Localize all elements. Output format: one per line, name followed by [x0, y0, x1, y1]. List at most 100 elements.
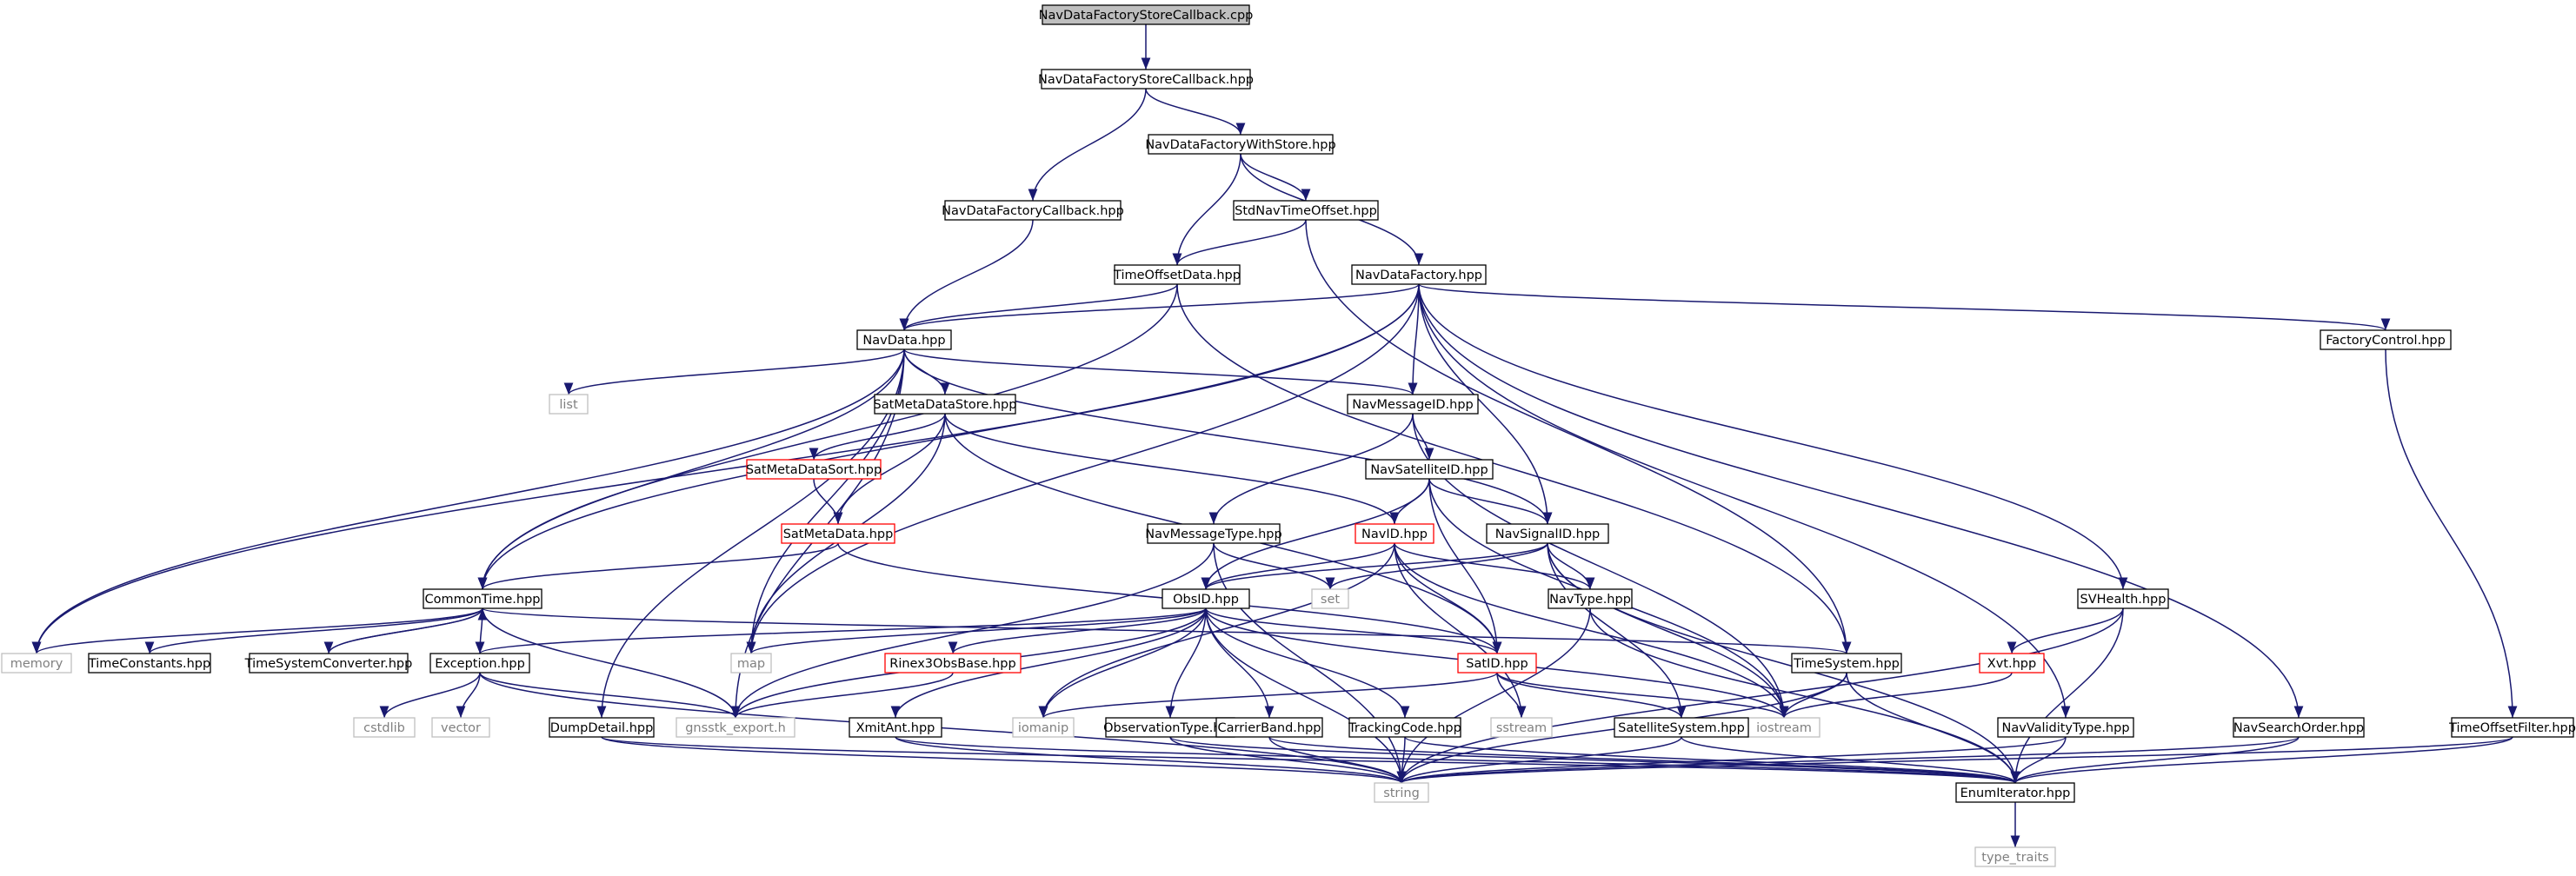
node-label: NavType.hpp: [1549, 593, 1631, 607]
dependency-edge: [31, 607, 483, 654]
node-box: [1311, 588, 1349, 609]
node-map: map: [730, 653, 772, 674]
node-label: DumpDetail.hpp: [550, 721, 654, 735]
node-box: [1355, 523, 1434, 544]
node-satmetadata-hpp[interactable]: SatMetaData.hpp: [781, 523, 895, 544]
dependency-edge: [1428, 478, 1502, 654]
node-label: NavDataFactoryStoreCallback.hpp: [1038, 73, 1254, 87]
node-obsid-hpp[interactable]: ObsID.hpp: [1162, 588, 1250, 609]
node-svhealth-hpp[interactable]: SVHealth.hpp: [2077, 588, 2169, 609]
node-navvaliditytype-hpp[interactable]: NavValidityType.hpp: [1997, 717, 2134, 738]
node-iomanip: iomanip: [1012, 717, 1075, 738]
node-timeoffsetfilter-hpp[interactable]: TimeOffsetFilter.hpp: [2448, 717, 2576, 738]
node-iostream: iostream: [1747, 717, 1821, 738]
dependency-edge: [1201, 478, 1430, 590]
node-trackingcode-hpp[interactable]: TrackingCode.hpp: [1348, 717, 1461, 738]
node-rinex3obsbase-hpp[interactable]: Rinex3ObsBase.hpp: [884, 653, 1022, 674]
node-navdatafactory-hpp[interactable]: NavDataFactory.hpp: [1351, 264, 1487, 285]
dependency-edge: [746, 283, 1420, 654]
node-satellitesystem-hpp[interactable]: SatelliteSystem.hpp: [1614, 717, 1749, 738]
dependency-edge: [456, 672, 481, 719]
node-label: ObservationType.hpp: [1103, 721, 1237, 735]
node-navid-hpp[interactable]: NavID.hpp: [1355, 523, 1434, 544]
node-label: CommonTime.hpp: [425, 593, 541, 607]
node-label: gnsstk_export.h: [685, 721, 786, 735]
node-label: memory: [10, 657, 63, 671]
node-label: TimeOffsetFilter.hpp: [2448, 721, 2576, 735]
node-navsignalid-hpp[interactable]: NavSignalID.hpp: [1486, 523, 1609, 544]
node-label: Exception.hpp: [435, 657, 525, 671]
node-label: TimeSystem.hpp: [1793, 657, 1900, 671]
node-box: [1042, 4, 1250, 25]
node-box: [1997, 717, 2134, 738]
node-stdnavtimeoffset-hpp[interactable]: StdNavTimeOffset.hpp: [1233, 200, 1379, 221]
node-satmetadatastore-hpp[interactable]: SatMetaDataStore.hpp: [874, 394, 1017, 415]
node-box: [884, 653, 1022, 674]
node-navsatelliteid-hpp[interactable]: NavSatelliteID.hpp: [1365, 459, 1494, 480]
node-timesystem-hpp[interactable]: TimeSystem.hpp: [1791, 653, 1902, 674]
node-box: [353, 717, 416, 738]
dependency-edge: [2385, 348, 2518, 719]
dependency-edge: [563, 348, 905, 395]
node-label: sstream: [1496, 721, 1547, 735]
node-box: [1374, 782, 1429, 803]
node-box: [1, 653, 72, 674]
dependency-edge: [730, 672, 954, 719]
node-box: [1614, 717, 1749, 738]
dependency-edge: [1213, 542, 1335, 590]
node-timeconstants-hpp[interactable]: TimeConstants.hpp: [88, 653, 211, 674]
node-xmitant-hpp[interactable]: XmitAnt.hpp: [849, 717, 942, 738]
node-label: ObsID.hpp: [1173, 593, 1239, 607]
node-type-traits: type_traits: [1974, 846, 2056, 867]
dependency-edge: [1418, 283, 2390, 331]
dependency-edge: [1145, 88, 1246, 136]
dependency-edge: [746, 607, 1207, 654]
node-observationtype-hpp[interactable]: ObservationType.hpp: [1103, 717, 1237, 738]
node-factorycontrol-hpp[interactable]: FactoryControl.hpp: [2320, 329, 2452, 350]
node-carrierband-hpp[interactable]: CarrierBand.hpp: [1215, 717, 1323, 738]
node-timesystemconverter-hpp[interactable]: TimeSystemConverter.hpp: [244, 653, 413, 674]
dependency-edge: [1028, 88, 1147, 202]
node-xvt-hpp[interactable]: Xvt.hpp: [1979, 653, 2045, 674]
node-label: cstdlib: [363, 721, 405, 735]
node-box: [429, 653, 530, 674]
node-satmetadatasort-hpp[interactable]: SatMetaDataSort.hpp: [746, 459, 882, 480]
dependency-edge: [1268, 736, 2020, 784]
node-navtype-hpp[interactable]: NavType.hpp: [1548, 588, 1633, 609]
node-list: list: [549, 394, 589, 415]
dependency-edge: [475, 607, 485, 654]
dependency-edge: [1205, 607, 1502, 654]
node-box: [1162, 588, 1250, 609]
node-label: SatMetaDataStore.hpp: [874, 398, 1017, 412]
dependency-edge: [1428, 478, 1553, 525]
dependency-edge: [1394, 542, 1595, 590]
node-box: [1148, 134, 1334, 155]
node-navdatafactorywithstore-hpp[interactable]: NavDataFactoryWithStore.hpp: [1145, 134, 1336, 155]
node-satid-hpp[interactable]: SatID.hpp: [1457, 653, 1537, 674]
dependency-edge: [1846, 672, 2020, 784]
node-label: SatMetaData.hpp: [783, 528, 894, 541]
node-navmessageid-hpp[interactable]: NavMessageID.hpp: [1347, 394, 1479, 415]
dependency-edge: [1418, 283, 2304, 719]
node-timeoffsetdata-hpp[interactable]: TimeOffsetData.hpp: [1113, 264, 1241, 285]
dependency-edge: [899, 283, 1420, 331]
node-box: [730, 653, 772, 674]
node-box: [1490, 717, 1553, 738]
node-label: Xvt.hpp: [1987, 657, 2036, 671]
node-enumiterator-hpp[interactable]: EnumIterator.hpp: [1955, 782, 2075, 803]
node-box: [1791, 653, 1902, 674]
node-navsearchorder-hpp[interactable]: NavSearchOrder.hpp: [2233, 717, 2365, 738]
node-box: [2077, 588, 2169, 609]
node-navdatafactorystorecallback-cpp[interactable]: NavDataFactoryStoreCallback.cpp: [1039, 4, 1254, 25]
node-label: NavSearchOrder.hpp: [2233, 721, 2364, 735]
node-commontime-hpp[interactable]: CommonTime.hpp: [423, 588, 542, 609]
node-exception-hpp[interactable]: Exception.hpp: [429, 653, 530, 674]
node-memory: memory: [1, 653, 72, 674]
node-navdatafactorystorecallback-hpp[interactable]: NavDataFactoryStoreCallback.hpp: [1038, 69, 1254, 90]
node-navdata-hpp[interactable]: NavData.hpp: [856, 329, 952, 350]
node-navdatafactorycallback-hpp[interactable]: NavDataFactoryCallback.hpp: [942, 200, 1124, 221]
node-navmessagetype-hpp[interactable]: NavMessageType.hpp: [1145, 523, 1282, 544]
node-dumpdetail-hpp[interactable]: DumpDetail.hpp: [549, 717, 655, 738]
dependency-edge: [1394, 542, 1789, 719]
